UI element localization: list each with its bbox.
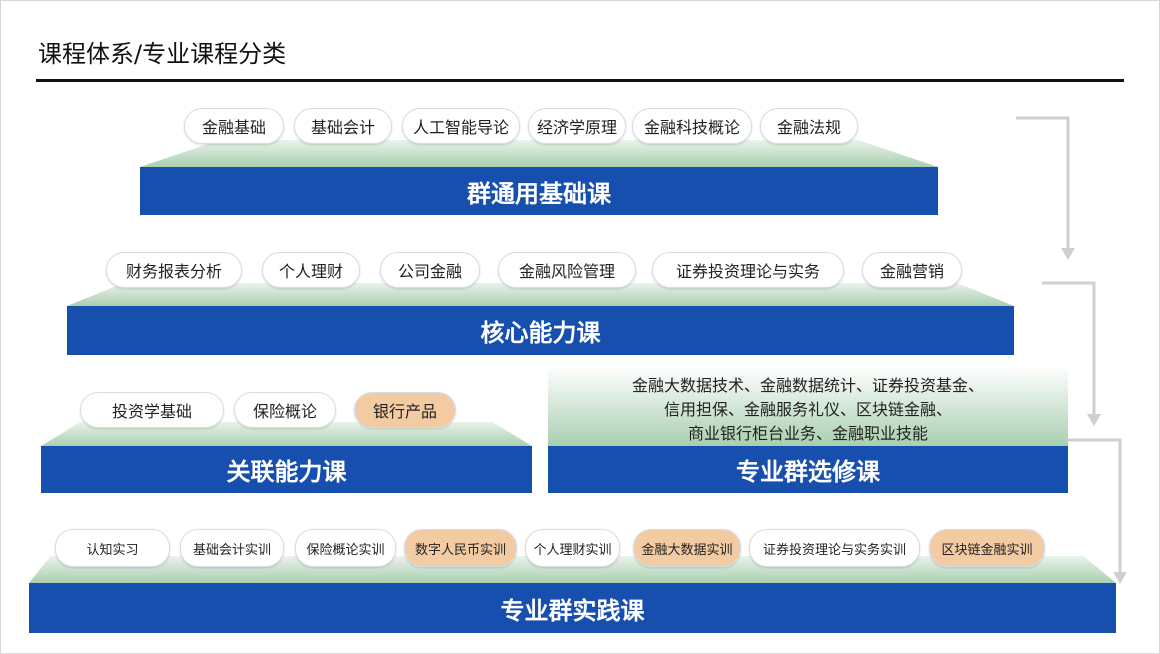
course-pill: 金融基础: [184, 108, 284, 144]
course-pill: 金融营销: [862, 252, 962, 288]
course-pill: 金融法规: [760, 108, 858, 144]
course-pill: 保险概论实训: [295, 529, 396, 567]
elective-line: 信用担保、金融服务礼仪、区块链金融、: [663, 400, 952, 419]
course-pill: 证券投资理论与实务实训: [749, 529, 920, 567]
course-pill: 认知实习: [55, 529, 170, 567]
course-pill: 银行产品: [354, 392, 456, 428]
elective-line: 商业银行柜台业务、金融职业技能: [687, 424, 928, 443]
page-title: 课程体系/专业课程分类: [38, 40, 287, 68]
course-pill: 证券投资理论与实务: [652, 252, 844, 288]
course-pill: 数字人民币实训: [404, 529, 517, 567]
general-tier-bar: 群通用基础课: [140, 167, 938, 215]
arrow-3-head: [1113, 572, 1127, 584]
course-pill: 区块链金融实训: [929, 529, 1045, 567]
course-pill: 人工智能导论: [402, 108, 520, 144]
course-pill: 投资学基础: [80, 392, 224, 428]
general-tier-base: [140, 140, 938, 167]
course-pill: 金融科技概论: [632, 108, 752, 144]
course-pill: 个人理财: [262, 252, 360, 288]
arrow-1-head: [1061, 248, 1075, 260]
course-pill: 公司金融: [380, 252, 480, 288]
course-pill: 保险概论: [234, 392, 336, 428]
elective-tier-bar: 专业群选修课: [548, 446, 1068, 493]
core-tier-base: [67, 283, 1014, 306]
course-pill: 经济学原理: [528, 108, 626, 144]
arrow-2-head: [1087, 414, 1101, 426]
related-tier-bar: 关联能力课: [41, 446, 532, 493]
course-pill: 基础会计: [294, 108, 392, 144]
course-pill: 基础会计实训: [180, 529, 284, 567]
title-divider: [36, 79, 1124, 82]
course-pill: 金融风险管理: [498, 252, 636, 288]
course-pill: 财务报表分析: [106, 252, 242, 288]
elective-course-list: 金融大数据技术、金融数据统计、证券投资基金、 信用担保、金融服务礼仪、区块链金融…: [548, 366, 1068, 446]
course-pill: 个人理财实训: [525, 529, 620, 567]
course-pill: 金融大数据实训: [633, 529, 741, 567]
arrow-1: [1016, 116, 1070, 250]
arrow-3: [1068, 438, 1122, 574]
core-tier-bar: 核心能力课: [67, 306, 1014, 355]
arrow-2: [1042, 281, 1096, 416]
elective-line: 金融大数据技术、金融数据统计、证券投资基金、: [631, 376, 984, 395]
practice-tier-bar: 专业群实践课: [29, 583, 1116, 633]
